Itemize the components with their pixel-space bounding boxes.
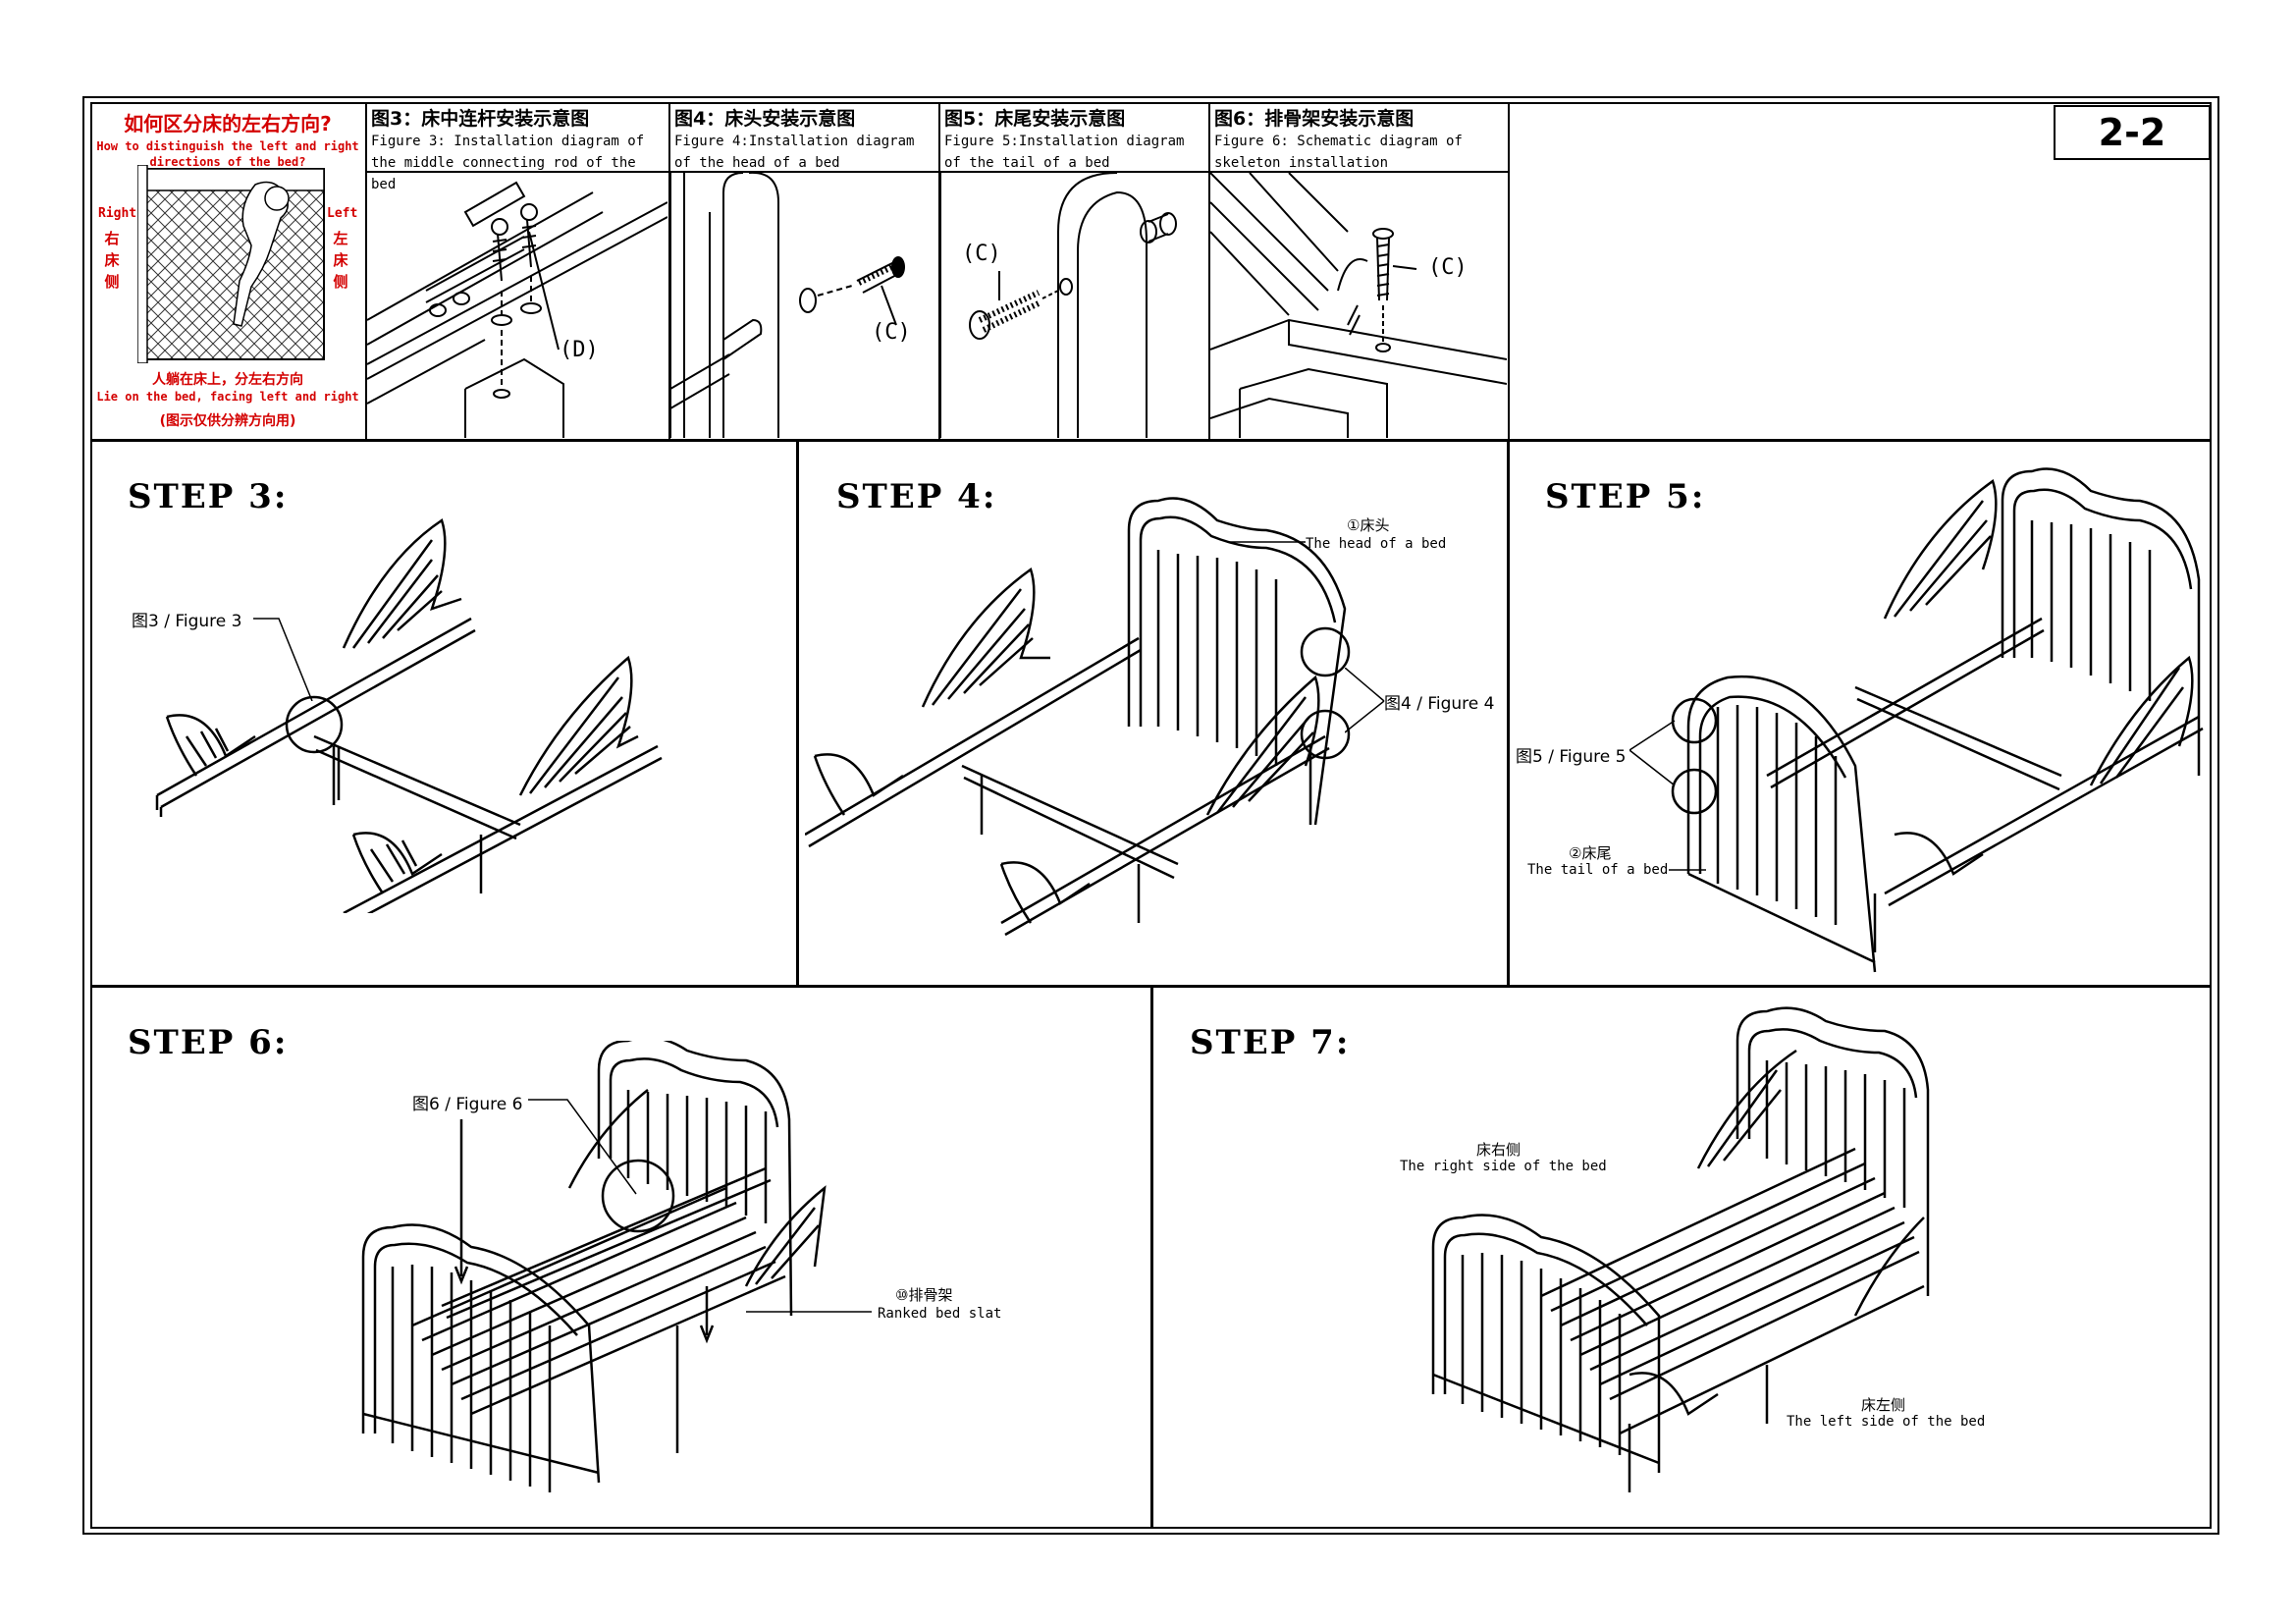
step7-drawing — [1431, 1006, 1930, 1492]
step4-part-leader — [1227, 541, 1306, 543]
step4-figure-ref: 图4 / Figure 4 — [1384, 694, 1495, 714]
step5-part-en: The tail of a bed — [1527, 862, 1669, 878]
outer-frame — [82, 96, 2219, 1535]
help-left-label: Left — [327, 206, 358, 221]
col-divider-step4-5 — [1507, 439, 1510, 985]
step7-left-cn: 床左侧 — [1861, 1396, 1906, 1414]
bed-top-view-illustration — [137, 165, 325, 363]
step6-part-leader — [746, 1311, 872, 1313]
detail-fig4-title: 图4：床头安装示意图 — [674, 108, 856, 130]
help-right-cn: 右 床 侧 — [102, 228, 122, 293]
top-divider-4 — [1208, 102, 1210, 439]
step5-part-cn: ②床尾 — [1569, 844, 1612, 862]
help-title: 如何区分床的左右方向? — [124, 112, 332, 135]
step5-drawing — [1671, 467, 2204, 973]
step7-label: STEP 7: — [1190, 1023, 1351, 1062]
step6-drawing — [361, 1041, 827, 1492]
help-subtitle: How to distinguish the left and right di… — [96, 139, 359, 169]
help-lie-en: Lie on the bed, facing left and right — [96, 390, 359, 404]
top-header-line — [365, 171, 1508, 173]
step4-figure-leader — [1345, 668, 1385, 733]
step4-label: STEP 4: — [836, 477, 997, 516]
col-divider-step3-4 — [796, 439, 799, 985]
col-divider-step6-7 — [1150, 985, 1153, 1529]
detail-fig5-drawing — [940, 173, 1177, 438]
left-cn-3: 侧 — [333, 273, 348, 291]
step7-right-cn: 床右侧 — [1476, 1141, 1522, 1159]
detail-fig6-callout: (C) — [1428, 255, 1468, 280]
detail-fig3-header: 图3：床中连杆安装示意图 Figure 3: Installation diag… — [371, 104, 666, 195]
detail-fig3-title: 图3：床中连杆安装示意图 — [371, 108, 590, 130]
step5-part-leader — [1669, 869, 1706, 871]
step4-part-en: The head of a bed — [1306, 536, 1447, 552]
top-divider-2 — [668, 102, 670, 439]
detail-fig4-drawing — [670, 173, 905, 438]
right-cn-1: 右 — [104, 230, 120, 247]
detail-fig5-header: 图5：床尾安装示意图 Figure 5:Installation diagram… — [944, 104, 1205, 174]
detail-fig4-callout: (C) — [872, 320, 911, 345]
help-left-cn: 左 床 侧 — [331, 228, 350, 293]
step6-figure-leader — [528, 1099, 637, 1195]
step5-label: STEP 5: — [1545, 477, 1706, 516]
detail-fig5-subtitle: Figure 5:Installation diagram of the tai… — [944, 134, 1185, 171]
step7-left-en: The left side of the bed — [1787, 1414, 1986, 1430]
detail-fig5-title: 图5：床尾安装示意图 — [944, 108, 1126, 130]
detail-fig5-callout: (C) — [962, 242, 1001, 266]
top-divider-5 — [1508, 102, 1510, 439]
row-divider-1 — [90, 439, 2212, 442]
step6-label: STEP 6: — [128, 1023, 289, 1062]
detail-fig6-drawing — [1210, 173, 1507, 438]
detail-fig6-subtitle: Figure 6: Schematic diagram of skeleton … — [1214, 134, 1463, 171]
step6-figure-ref: 图6 / Figure 6 — [412, 1095, 523, 1114]
right-cn-3: 侧 — [104, 273, 120, 291]
step4-part-cn: ①床头 — [1347, 516, 1390, 534]
top-divider-3 — [938, 102, 940, 439]
help-lie-cn: 人躺在床上，分左右方向 — [152, 372, 303, 388]
step6-part-en: Ranked bed slat — [878, 1306, 1002, 1322]
step5-figure-ref: 图5 / Figure 5 — [1516, 747, 1627, 767]
left-cn-1: 左 — [333, 230, 348, 247]
right-cn-2: 床 — [104, 251, 120, 269]
help-note-cn: (图示仅供分辨方向用) — [159, 413, 296, 429]
detail-fig3-callout: (D) — [560, 338, 599, 362]
help-right-label: Right — [98, 206, 137, 221]
step3-label: STEP 3: — [128, 477, 289, 516]
step6-part-cn: ⑩排骨架 — [895, 1286, 953, 1304]
top-divider-1 — [365, 102, 367, 439]
step7-right-en: The right side of the bed — [1400, 1159, 1607, 1174]
detail-fig4-subtitle: Figure 4:Installation diagram of the hea… — [674, 134, 915, 171]
detail-fig4-header: 图4：床头安装示意图 Figure 4:Installation diagram… — [674, 104, 935, 174]
detail-fig3-drawing — [367, 181, 667, 438]
step4-drawing — [805, 497, 1351, 937]
detail-fig6-title: 图6：排骨架安装示意图 — [1214, 108, 1415, 130]
detail-fig3-subtitle: Figure 3: Installation diagram of the mi… — [371, 134, 645, 192]
left-cn-2: 床 — [333, 251, 348, 269]
step3-figure-ref: 图3 / Figure 3 — [132, 612, 242, 631]
step3-drawing — [155, 518, 663, 913]
orientation-help-panel: 如何区分床的左右方向? How to distinguish the left … — [94, 108, 361, 170]
step5-figure-leader — [1629, 720, 1676, 786]
step3-leader-line — [253, 618, 313, 701]
detail-fig6-header: 图6：排骨架安装示意图 Figure 6: Schematic diagram … — [1214, 104, 1505, 174]
page-number: 2-2 — [2054, 105, 2211, 160]
